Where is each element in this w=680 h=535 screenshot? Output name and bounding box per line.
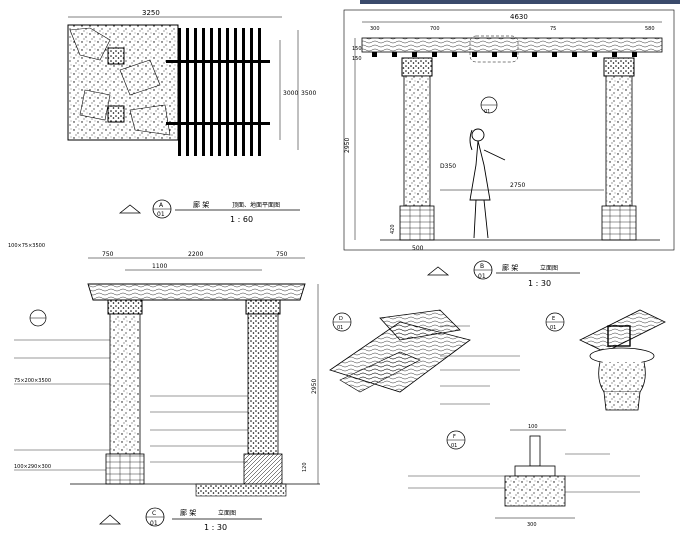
side-ref-letter: B <box>480 263 484 270</box>
front-dim-inner: 1100 <box>152 263 167 270</box>
detail3-ref-num: 01 <box>451 443 457 449</box>
front-beam-spec2: 75×200×3500 <box>14 378 51 384</box>
front-beam <box>87 283 306 301</box>
side-dim-d350: D350 <box>440 163 456 170</box>
front-ref-num: 01 <box>150 520 158 527</box>
plan-dim-depth-inner: 3000 <box>283 90 298 97</box>
detail3-ref-letter: F <box>453 434 456 440</box>
side-top-dim-3: 75 <box>550 26 556 32</box>
front-dim-total: 2200 <box>188 251 203 258</box>
window-top-bar <box>360 0 680 4</box>
detail2-ref-letter: E <box>552 316 555 322</box>
front-beam-spec: 100×75×3500 <box>8 243 45 249</box>
side-scale: 1 : 30 <box>528 279 551 288</box>
detail1-ref-num: 01 <box>337 325 343 331</box>
detail3-dim-bottom: 300 <box>527 522 537 528</box>
plan-timber-slats <box>166 28 270 156</box>
plan-dim-depth-outer: 3500 <box>301 90 316 97</box>
front-dim-left: 750 <box>102 251 114 258</box>
front-title: 廊 架 <box>180 508 196 517</box>
front-dim-height: 2950 <box>311 379 318 394</box>
detail1-ref-letter: D <box>339 316 343 322</box>
side-elevation: 4630 300 700 75 580 150 150 <box>343 9 675 288</box>
plan-dim-width: 3250 <box>142 9 160 17</box>
detail3-dim-top: 100 <box>528 424 538 430</box>
side-left-column <box>403 75 431 207</box>
side-dim-span: 2750 <box>510 182 525 189</box>
plan-ref-letter: A <box>159 202 164 209</box>
side-top-dim-4: 580 <box>645 26 655 32</box>
front-ref-letter: C <box>152 510 156 517</box>
side-top-dim-2: 700 <box>430 26 440 32</box>
front-left-column <box>109 313 141 455</box>
plan-view: 3250 30 <box>67 9 316 224</box>
side-subtitle: 立面图 <box>540 264 558 272</box>
side-dim-height: 2950 <box>344 138 351 153</box>
detail-base-section: F 01 100 300 <box>408 424 640 528</box>
side-dim-col: 500 <box>412 245 424 252</box>
side-right-column <box>605 75 633 207</box>
front-base-spec: 100×290×300 <box>14 464 51 470</box>
plan-title-triangle <box>118 204 142 214</box>
side-beam <box>361 37 663 53</box>
plan-title: 廊 架 <box>193 200 209 209</box>
side-left-dim-1: 150 <box>352 46 362 52</box>
detail-beam-joint: D 01 <box>329 309 520 405</box>
detail2-ref-num: 01 <box>550 325 556 331</box>
side-dim-base: 420 <box>390 224 396 234</box>
plan-scale: 1 : 60 <box>230 215 253 224</box>
human-figure <box>469 128 506 239</box>
side-detail-ref: 01 <box>484 109 490 115</box>
plan-ref-num: 01 <box>157 211 165 218</box>
side-dim-width: 4630 <box>510 13 528 21</box>
front-right-column <box>247 313 279 455</box>
side-top-dim-1: 300 <box>370 26 380 32</box>
side-left-dim-2: 150 <box>352 56 362 62</box>
front-dim-right: 750 <box>276 251 288 258</box>
side-ref-num: 01 <box>478 273 486 280</box>
front-scale: 1 : 30 <box>204 523 227 531</box>
front-subtitle: 立面图 <box>218 509 236 517</box>
side-title: 廊 架 <box>502 263 518 272</box>
plan-subtitle: 顶面、地面平面图 <box>232 201 280 209</box>
front-elevation: 100×75×3500 750 2200 750 1100 <box>8 243 320 532</box>
detail-column-top: E 01 <box>545 309 666 411</box>
front-dim-base: 120 <box>302 462 308 472</box>
